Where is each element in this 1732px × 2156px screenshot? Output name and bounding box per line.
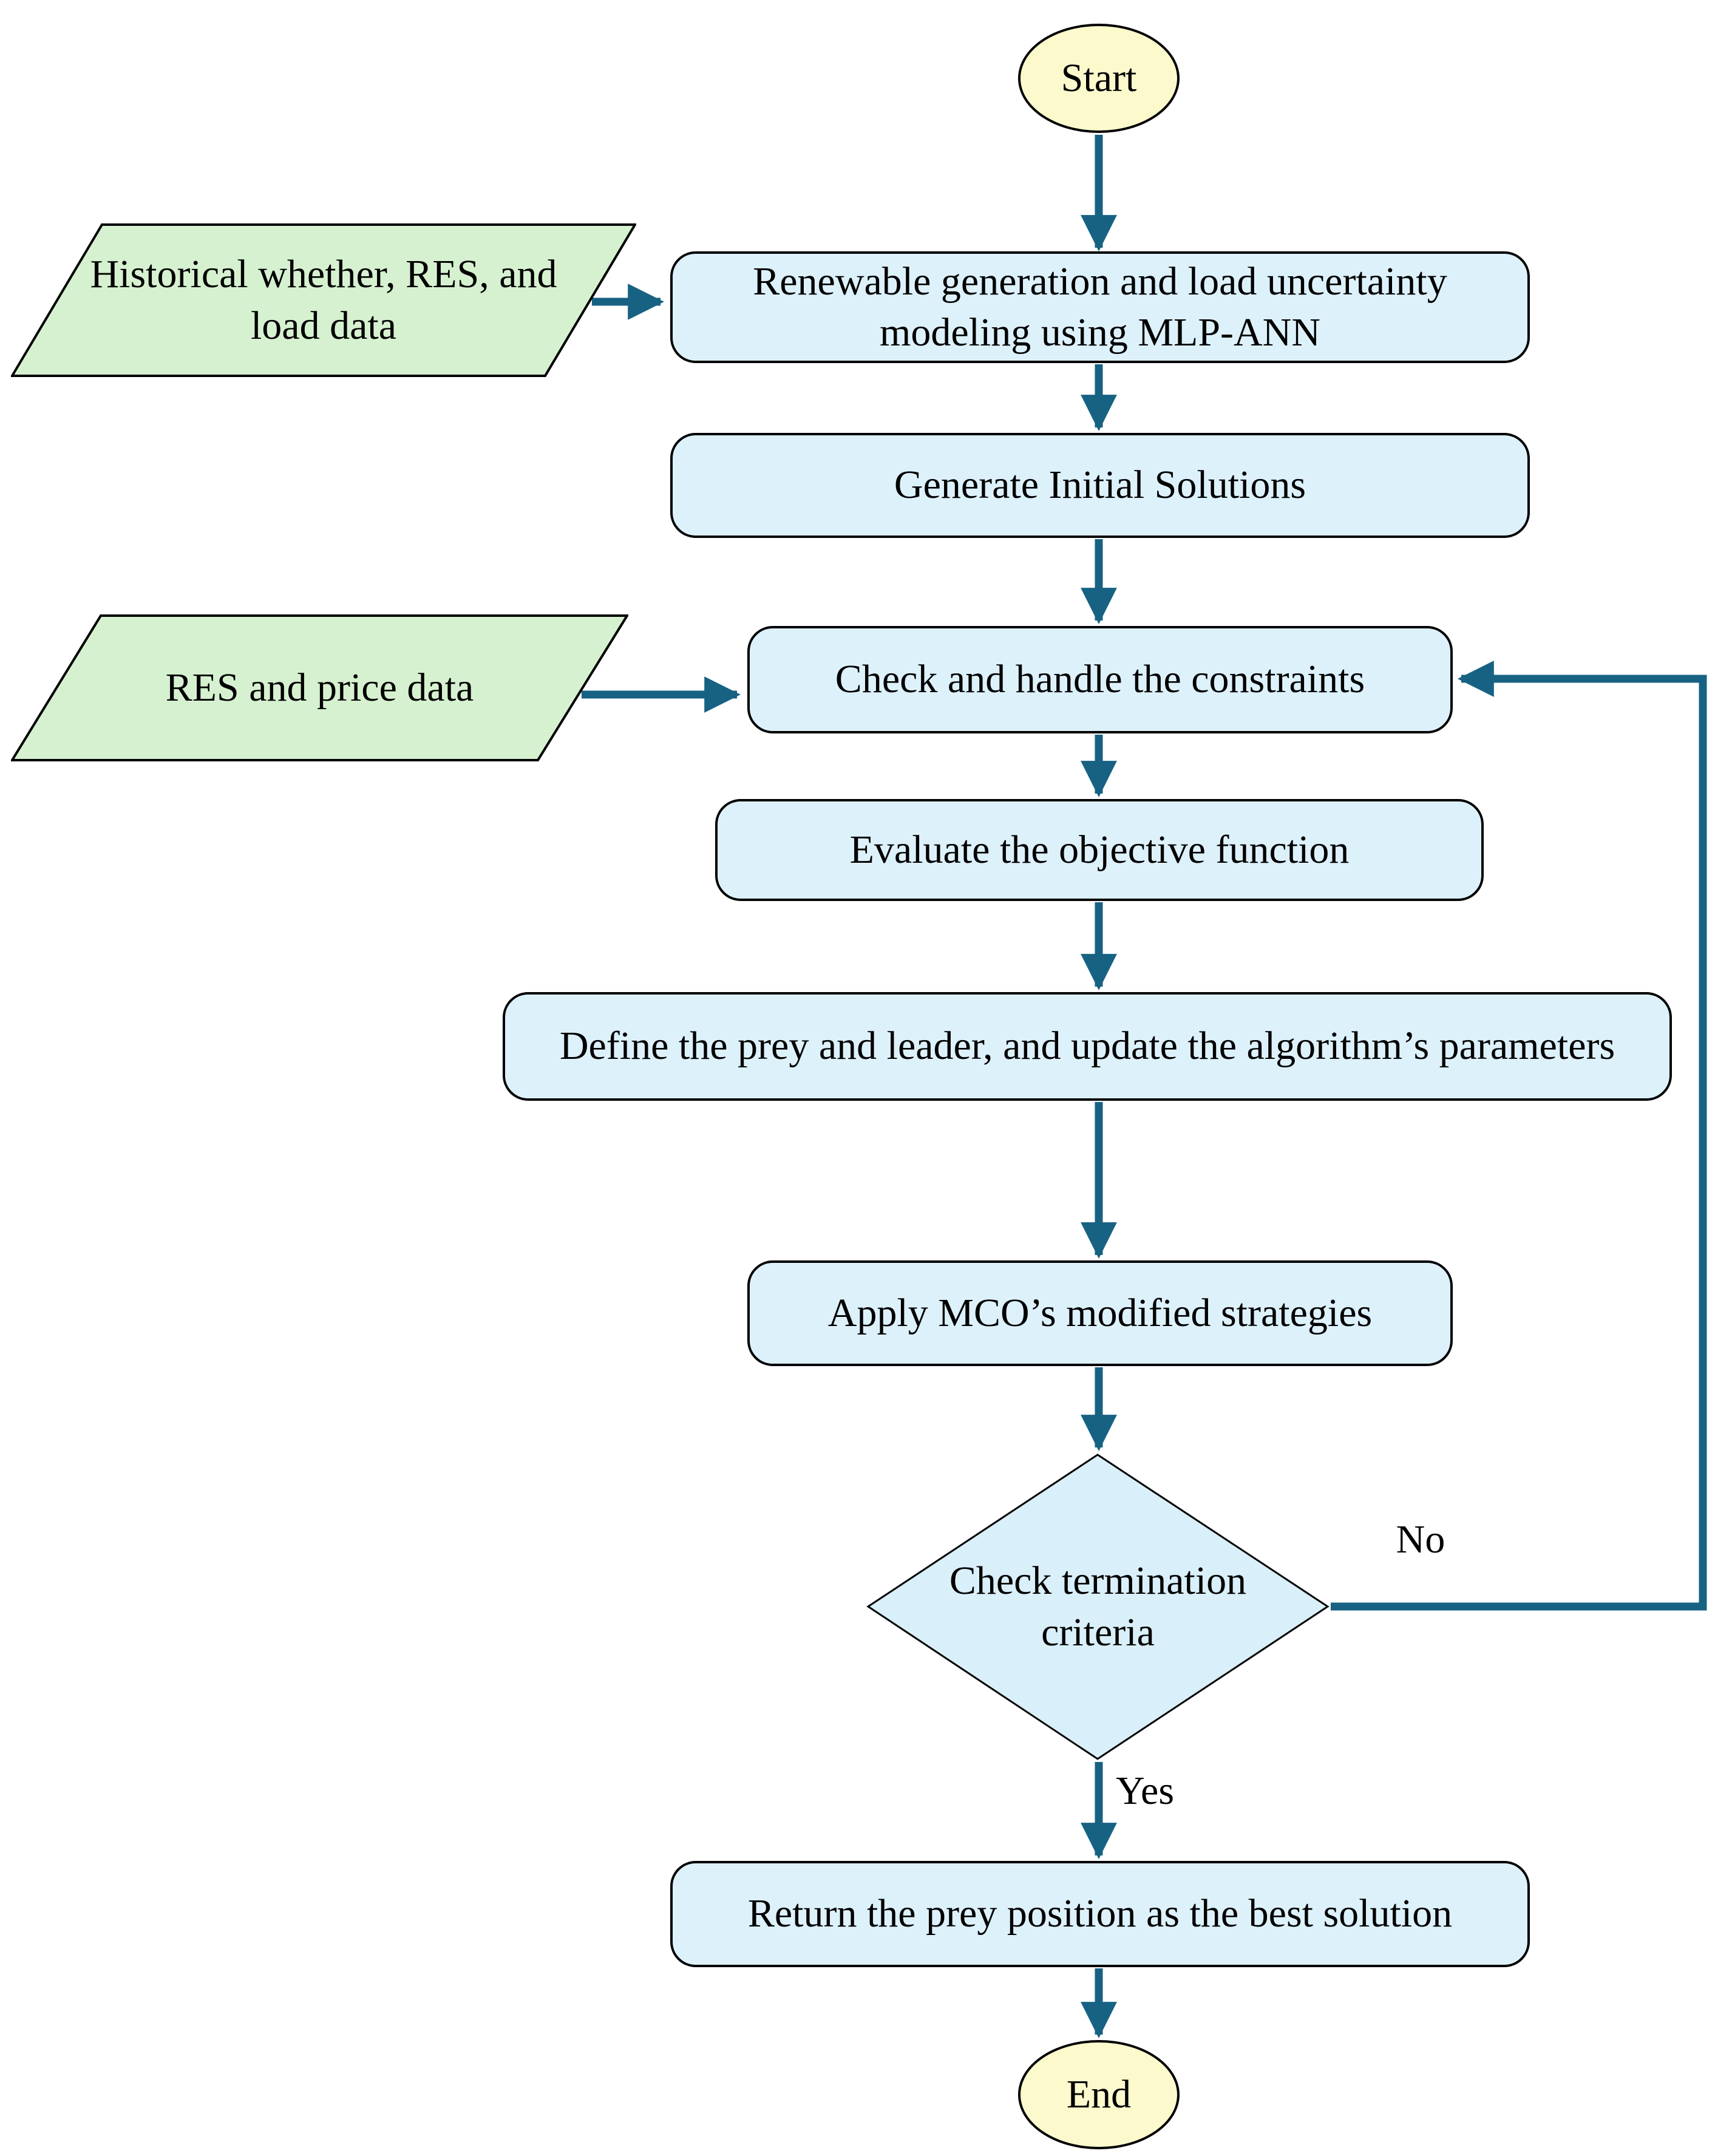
node-historical-data-label: Historical whether, RES, and load data: [90, 252, 557, 348]
node-define-prey-leader: Define the prey and leader, and update t…: [503, 992, 1672, 1101]
node-historical-data: Historical whether, RES, and load data: [11, 223, 636, 377]
node-apply-mco-strategies-label: Apply MCO’s modified strategies: [827, 1290, 1373, 1335]
node-res-price-data: RES and price data: [11, 614, 628, 761]
parallelogram-shape: [11, 223, 636, 377]
node-start-label: Start: [1061, 55, 1137, 100]
node-check-termination: Check termination criteria: [866, 1453, 1330, 1761]
node-check-constraints-label: Check and handle the constraints: [835, 657, 1365, 702]
node-check-termination-label: Check termination criteria: [949, 1559, 1247, 1654]
node-evaluate-objective-label: Evaluate the objective function: [849, 827, 1350, 872]
node-define-prey-leader-label: Define the prey and leader, and update t…: [559, 1024, 1615, 1069]
node-uncertainty-modeling: Renewable generation and load uncertaint…: [670, 251, 1530, 363]
node-apply-mco-strategies: Apply MCO’s modified strategies: [747, 1260, 1453, 1366]
node-return-best-solution-label: Return the prey position as the best sol…: [747, 1891, 1453, 1936]
node-res-price-data-label: RES and price data: [165, 665, 474, 710]
edge-label-yes: Yes: [1116, 1769, 1175, 1813]
node-check-constraints: Check and handle the constraints: [747, 626, 1453, 733]
node-uncertainty-modeling-label: Renewable generation and load uncertaint…: [753, 259, 1447, 355]
node-generate-initial-solutions-label: Generate Initial Solutions: [894, 463, 1306, 508]
node-end: End: [1018, 2040, 1180, 2149]
edge-label-no: No: [1396, 1517, 1445, 1562]
parallelogram-shape: [11, 614, 628, 761]
node-start: Start: [1018, 24, 1180, 133]
node-generate-initial-solutions: Generate Initial Solutions: [670, 433, 1530, 538]
diamond-shape: [866, 1454, 1330, 1760]
node-evaluate-objective: Evaluate the objective function: [715, 799, 1484, 901]
node-end-label: End: [1066, 2072, 1132, 2117]
node-return-best-solution: Return the prey position as the best sol…: [670, 1861, 1530, 1967]
